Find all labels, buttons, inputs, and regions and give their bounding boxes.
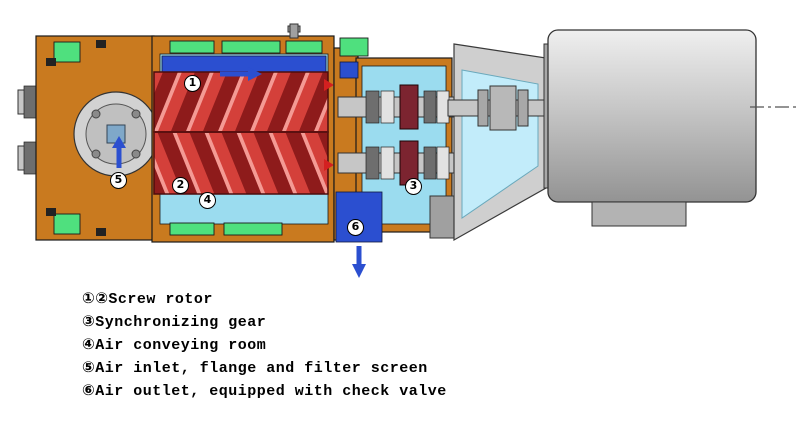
callout-6: 6 <box>347 219 364 236</box>
callout-2: 2 <box>172 177 189 194</box>
legend-item: ④Air conveying room <box>82 337 267 354</box>
callout-1: 1 <box>184 75 201 92</box>
compressor-body <box>151 23 335 243</box>
callout-5: 5 <box>110 172 127 189</box>
motor-body <box>547 29 757 203</box>
compressor-cutaway-svg <box>17 23 800 278</box>
coupling-housing <box>447 43 553 242</box>
bearing-gear-housing <box>333 37 471 243</box>
callout-3: 3 <box>405 178 422 195</box>
flow-arrows <box>112 67 366 278</box>
motor-foot <box>591 201 687 227</box>
legend: ①②Screw rotor ③Synchronizing gear ④Air c… <box>82 288 447 403</box>
callout-4: 4 <box>199 192 216 209</box>
synchronizing-gear-top <box>399 84 419 130</box>
legend-item: ⑥Air outlet, equipped with check valve <box>82 383 447 400</box>
legend-item: ③Synchronizing gear <box>82 314 267 331</box>
legend-item: ①②Screw rotor <box>82 291 213 308</box>
motor <box>543 29 800 227</box>
legend-item: ⑤Air inlet, flange and filter screen <box>82 360 428 377</box>
shaft-coupling <box>489 85 517 131</box>
left-gear-housing <box>17 35 159 241</box>
screw-rotor-top <box>153 71 329 133</box>
inlet-port <box>106 124 126 144</box>
